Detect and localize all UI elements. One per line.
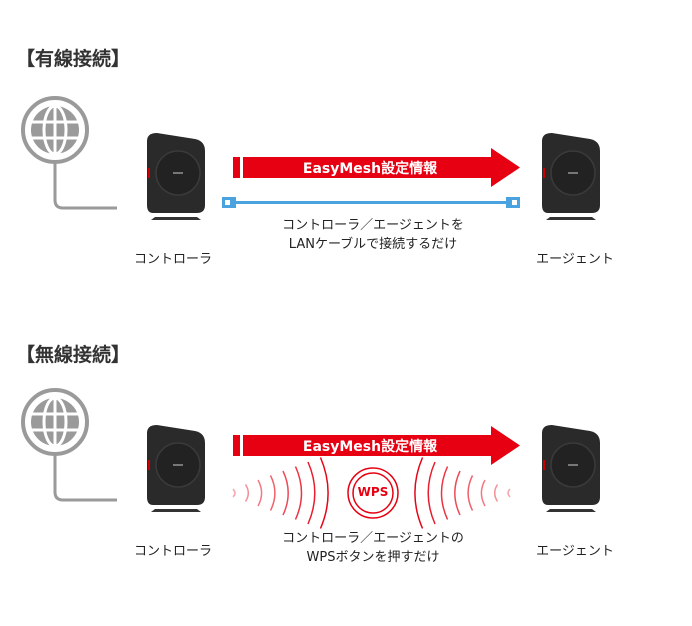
controller-label-wired: コントローラ (133, 252, 213, 267)
wan-cable-wireless (53, 455, 117, 502)
wave-arc (244, 484, 250, 502)
wave-arc (307, 461, 316, 525)
caption-line-2: WPSボタンを押すだけ (306, 550, 440, 565)
section-title-wired: 【有線接続】 (16, 48, 131, 70)
arrow-label-wired: EasyMesh設定情報 (302, 161, 438, 177)
wave-arc (454, 470, 461, 516)
lan-cable (222, 197, 520, 208)
caption-wireless: コントローラ／エージェントの WPSボタンを押すだけ (223, 529, 523, 567)
agent-router-wired (541, 132, 601, 221)
internet-globe-icon-wired (21, 96, 89, 164)
wave-arc (269, 475, 276, 511)
wave-arc (493, 484, 499, 502)
wave-arc (257, 479, 263, 507)
wave-arc (480, 479, 486, 507)
caption-wired: コントローラ／エージェントを LANケーブルで接続するだけ (223, 216, 523, 254)
agent-label-wired: エージェント (536, 252, 614, 267)
wave-arc (427, 461, 436, 525)
wave-arc (507, 488, 511, 498)
caption-line-1: コントローラ／エージェントの (282, 531, 464, 546)
internet-globe-icon-wireless (21, 388, 89, 456)
wave-arc (319, 457, 329, 529)
wps-button-icon (347, 467, 399, 519)
caption-line-2: LANケーブルで接続するだけ (288, 237, 458, 252)
controller-router-wired (146, 132, 206, 221)
wave-arc (294, 466, 303, 520)
wave-arc (467, 475, 474, 511)
agent-label-wireless: エージェント (536, 544, 614, 559)
wireless-waves (232, 457, 511, 529)
caption-line-1: コントローラ／エージェントを (282, 218, 464, 233)
controller-label-wireless: コントローラ (133, 544, 213, 559)
wave-arc (414, 457, 424, 529)
wave-arc (440, 466, 449, 520)
wave-arc (232, 488, 236, 498)
wps-label: WPS (357, 485, 389, 499)
wan-cable-wired (53, 163, 117, 210)
agent-router-wireless (541, 424, 601, 513)
controller-router-wireless (146, 424, 206, 513)
arrow-label-wireless: EasyMesh設定情報 (302, 439, 438, 455)
section-title-wireless: 【無線接続】 (16, 344, 131, 366)
wave-arc (282, 470, 289, 516)
